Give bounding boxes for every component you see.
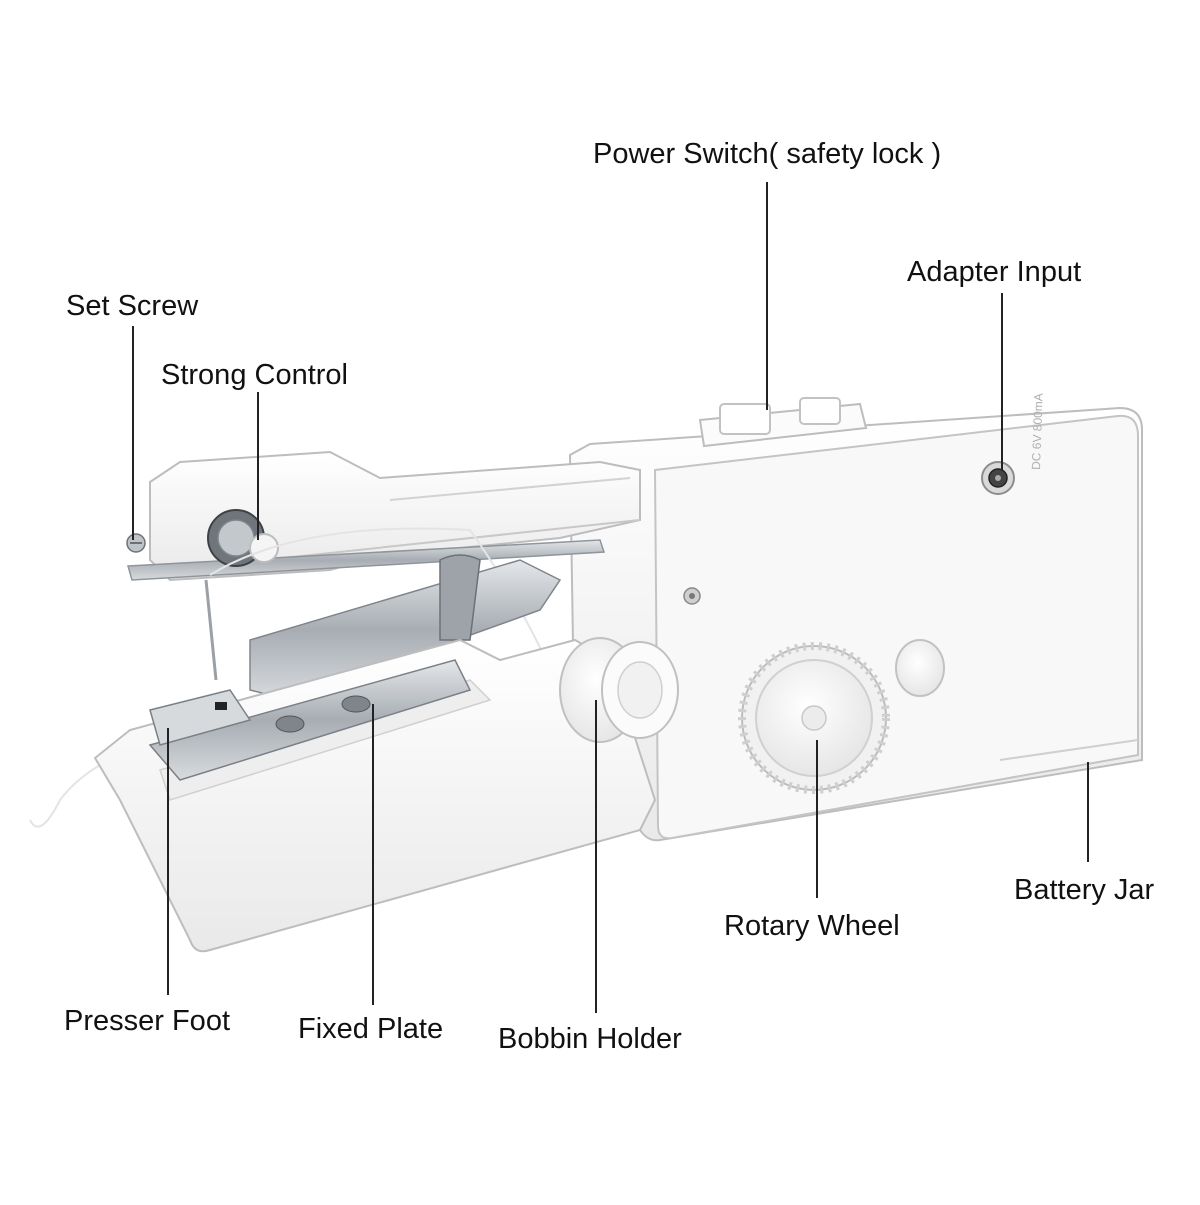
label-bobbin-holder: Bobbin Holder: [498, 1023, 682, 1055]
set-screw[interactable]: [126, 533, 146, 553]
label-power-switch: Power Switch( safety lock ): [593, 138, 942, 170]
upper-arm: [127, 450, 641, 582]
needle: [204, 579, 218, 681]
rotary-wheel[interactable]: [738, 642, 890, 794]
label-strong-control: Strong Control: [161, 359, 348, 391]
round-button[interactable]: [895, 639, 945, 697]
body-print: DC 6V 800mA: [1029, 393, 1046, 470]
label-fixed-plate: Fixed Plate: [298, 1013, 444, 1045]
leader-lines: [132, 182, 1089, 1013]
label-rotary-wheel: Rotary Wheel: [724, 910, 900, 942]
housing-screw: [683, 587, 701, 605]
label-adapter-input: Adapter Input: [907, 256, 1082, 288]
fixed-plate: [148, 659, 472, 781]
strong-control-knob[interactable]: [207, 509, 279, 567]
metal-mechanism: [249, 554, 562, 701]
power-switch[interactable]: [698, 397, 868, 448]
label-set-screw: Set Screw: [66, 290, 199, 322]
adapter-input-jack: [981, 461, 1015, 495]
label-battery-jar: Battery Jar: [1014, 874, 1155, 906]
label-presser-foot: Presser Foot: [64, 1005, 230, 1037]
bobbin-holder[interactable]: [559, 637, 679, 743]
presser-foot[interactable]: [149, 689, 252, 746]
